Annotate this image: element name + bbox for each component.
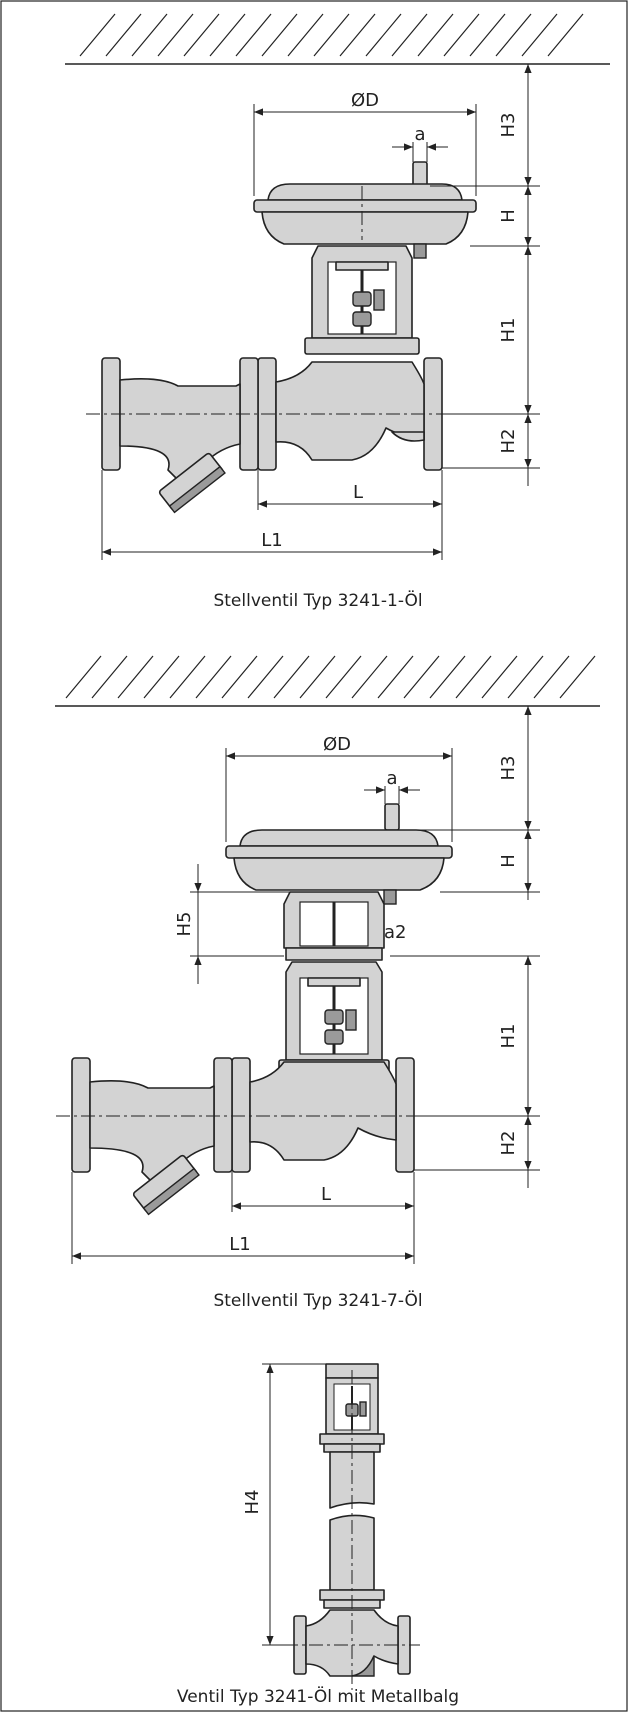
caption-figure-2: Stellventil Typ 3241-7-Öl [213,1289,422,1311]
dim-label-L: L [353,482,363,503]
yoke-1 [304,245,420,355]
dim-label-H3: H3 [498,113,519,138]
yoke-2 [278,961,390,1077]
dim-label-D: ØD [351,90,379,111]
spacer-yoke-2 [283,891,385,961]
dim-label-H2: H2 [498,429,519,454]
caption-figure-3: Ventil Typ 3241-Öl mit Metallbalg [177,1685,459,1707]
dim-label-H5: H5 [174,912,195,937]
dim-label-a: a [414,124,425,145]
caption-figure-1: Stellventil Typ 3241-1-Öl [213,589,422,611]
figure-1: ØD a H3 H H1 H2 L L1 Stellventil Typ 324… [65,13,610,611]
dim-label-H: H [498,209,519,223]
dim-label-H1: H1 [498,318,519,343]
dim-label-L1-2: L1 [229,1234,250,1255]
dim-label-H1-2: H1 [498,1024,519,1049]
figure-2: ØD a H3 H H1 H2 H5 a2 L L1 Stellventil T… [55,655,600,1311]
dim-label-a-2: a [386,768,397,789]
dimensions-1 [101,64,540,560]
dim-label-H2-2: H2 [498,1131,519,1156]
strainer-1 [101,357,259,514]
ceiling-hatch-1 [65,13,610,65]
dim-label-L1: L1 [261,530,282,551]
strainer-2 [71,1057,233,1216]
dimensions-3 [262,1363,326,1646]
dim-label-D-2: ØD [323,734,351,755]
dim-label-a2: a2 [384,922,406,943]
dimensions-2 [71,706,540,1264]
diaphragm-actuator-1 [253,161,477,259]
dim-label-L-2: L [321,1184,331,1205]
figure-3: H4 Ventil Typ 3241-Öl mit Metallbalg [177,1363,459,1707]
diaphragm-actuator-2 [225,803,453,905]
valve-body-2 [231,1057,415,1173]
ceiling-hatch-2 [55,655,600,707]
dim-label-H3-2: H3 [498,756,519,781]
dim-label-H-2: H [498,854,519,868]
dim-label-H4: H4 [242,1490,263,1515]
